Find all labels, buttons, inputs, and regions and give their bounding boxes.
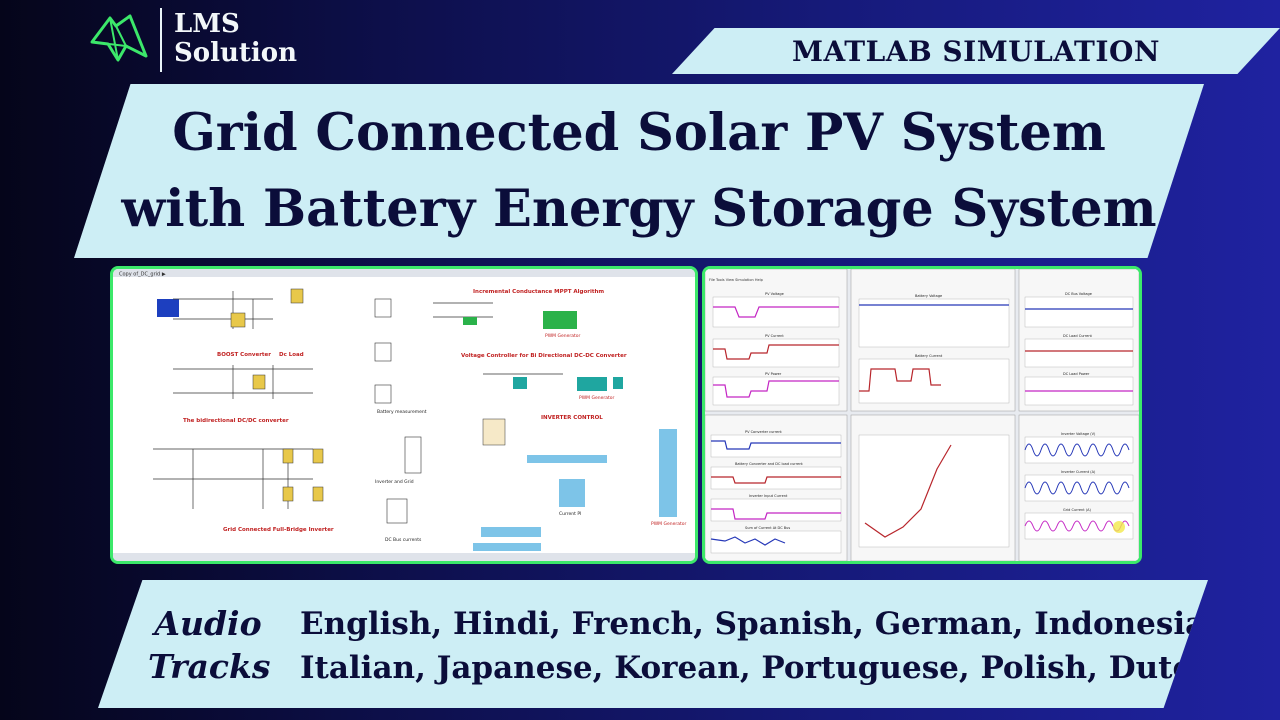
logo-divider [160, 8, 162, 72]
audio-label-line-1: Audio [154, 604, 262, 643]
svg-text:PV Converter current: PV Converter current [745, 430, 782, 434]
label-inverter-grid: Inverter and Grid [375, 479, 414, 485]
svg-text:Battery Converter and DC load: Battery Converter and DC load current [735, 462, 803, 466]
svg-text:Grid Current (A): Grid Current (A) [1063, 508, 1091, 512]
title-banner: Grid Connected Solar PV System with Batt… [74, 84, 1204, 258]
pv-panel-block [157, 299, 179, 317]
svg-text:DC Load Power: DC Load Power [1063, 372, 1090, 376]
label-pwm-2: PWM Generator [579, 395, 614, 401]
scope-plots: File Tools View Simulation Help PV Volta… [705, 269, 1139, 561]
svg-text:DC Bus Voltage: DC Bus Voltage [1065, 292, 1092, 296]
svg-text:PV Voltage: PV Voltage [765, 292, 784, 296]
badge-text: MATLAB SIMULATION [792, 34, 1160, 68]
brand-name: LMS Solution [174, 10, 297, 68]
brand-line-2: Solution [174, 38, 298, 68]
scope-windows-screenshot: File Tools View Simulation Help PV Volta… [702, 266, 1142, 564]
languages-line-1: English, Hindi, French, Spanish, German,… [300, 606, 1239, 642]
label-boost: BOOST Converter [217, 352, 271, 358]
svg-text:Inverter Current (A): Inverter Current (A) [1061, 470, 1096, 474]
svg-text:PV Power: PV Power [765, 372, 782, 376]
simulink-diagram: Copy of_DC_grid ▶ BOOST Converter Dc Loa… [113, 269, 695, 561]
label-dc-load: Dc Load [279, 352, 304, 358]
label-inverter-ctrl: INVERTER CONTROL [541, 415, 603, 421]
svg-text:Sum of Current At DC Bus: Sum of Current At DC Bus [745, 526, 790, 530]
window-title: Copy of_DC_grid ▶ [119, 272, 166, 278]
label-pwm-1: PWM Generator [545, 333, 580, 339]
label-battery-meas: Battery measurement [377, 409, 427, 415]
audio-tracks-banner: Audio Tracks English, Hindi, French, Spa… [98, 580, 1208, 708]
svg-text:File Tools View Simulation: File Tools View Simulation Help [709, 278, 764, 282]
label-voltage-ctrl: Voltage Controller for Bi Directional DC… [461, 353, 627, 359]
svg-text:Battery Voltage: Battery Voltage [915, 294, 942, 298]
languages-line-2: Italian, Japanese, Korean, Portuguese, P… [300, 650, 1214, 686]
svg-text:DC Load Current: DC Load Current [1063, 334, 1093, 338]
title-line-2: with Battery Energy Storage System [121, 179, 1157, 239]
label-mppt: Incremental Conductance MPPT Algorithm [473, 289, 604, 295]
svg-text:PV Current: PV Current [765, 334, 784, 338]
lms-logo-icon [90, 14, 148, 62]
label-pwm-3: PWM Generator [651, 521, 686, 527]
brand-line-1: LMS [174, 9, 240, 39]
svg-text:Inverter Voltage (V): Inverter Voltage (V) [1061, 432, 1096, 436]
svg-text:Inverter Input Current: Inverter Input Current [749, 494, 788, 498]
svg-text:Battery Current: Battery Current [915, 354, 943, 358]
scope-inverter-grid: Inverter Voltage (V) Inverter Current (A… [1018, 414, 1139, 561]
scope-dc-bus: DC Bus Voltage DC Load Current DC Load P… [1018, 269, 1139, 412]
label-inverter: Grid Connected Full-Bridge Inverter [223, 527, 334, 533]
simulink-model-screenshot: Copy of_DC_grid ▶ BOOST Converter Dc Loa… [110, 266, 698, 564]
matlab-simulation-badge: MATLAB SIMULATION [672, 28, 1280, 74]
label-dc-bus: DC Bus currents [385, 537, 422, 543]
scope-ramp [850, 414, 1016, 561]
brand-logo: LMS Solution [88, 8, 318, 76]
label-current-pi: Current PI [559, 511, 581, 517]
label-bidirectional: The bidirectional DC/DC converter [183, 418, 289, 424]
title-line-1: Grid Connected Solar PV System [172, 103, 1106, 163]
audio-tracks-label: Audio Tracks [148, 602, 271, 688]
scope-battery: Battery Voltage Battery Current [850, 269, 1016, 412]
scope-pv-converter: PV Converter current Battery Converter a… [705, 414, 848, 561]
scope-pv: File Tools View Simulation Help PV Volta… [705, 269, 848, 412]
audio-label-line-2: Tracks [148, 647, 271, 686]
